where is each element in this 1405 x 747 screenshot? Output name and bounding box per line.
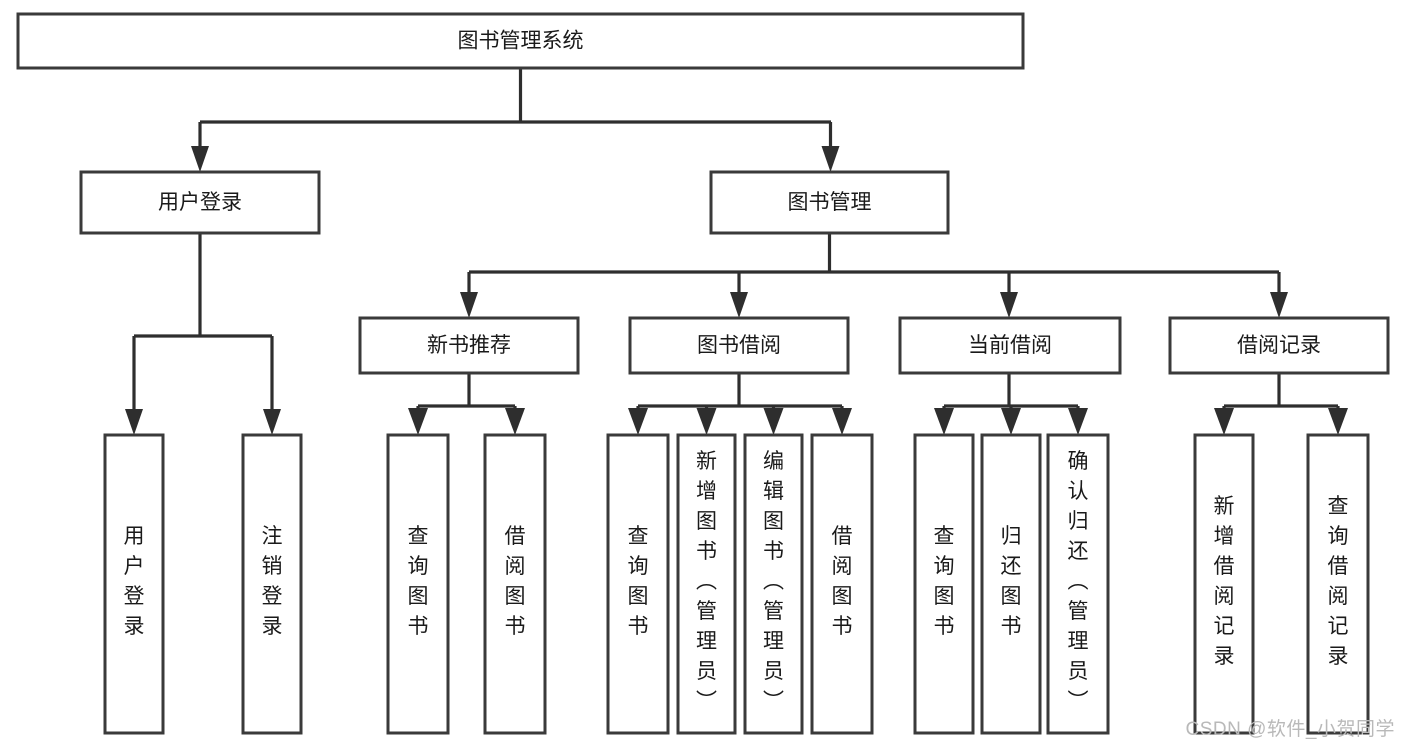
edge-borrow-record-to-leaves — [1214, 373, 1348, 435]
leaf-return-book-rect[interactable] — [980, 433, 1042, 735]
leaf-return-book-label: 归还图书 — [1001, 525, 1022, 638]
leaf-query-book-current-rect[interactable] — [913, 433, 975, 735]
node-user-login-label: 用户登录 — [158, 191, 242, 214]
node-borrow-record-label: 借阅记录 — [1237, 334, 1321, 357]
leaf-edit-book-admin-label: 编辑图书︵管理员︶ — [763, 450, 784, 713]
leaf-query-book-current[interactable]: 查询图书 — [913, 433, 975, 735]
leaf-return-book[interactable]: 归还图书 — [980, 433, 1042, 735]
leaf-add-borrow-record[interactable]: 新增借阅记录 — [1193, 433, 1255, 735]
leaf-query-borrow-record-label: 查询借阅记录 — [1328, 495, 1349, 668]
leaf-user-login-rect[interactable] — [103, 433, 165, 735]
leaf-logout-login-label: 注销登录 — [262, 525, 283, 638]
csdn-watermark: CSDN @软件_小贺同学 — [1185, 719, 1395, 740]
node-book-management[interactable]: 图书管理 — [709, 170, 950, 235]
leaf-user-login[interactable]: 用户登录 — [103, 433, 165, 735]
edge-current-borrow-to-leaves — [934, 373, 1088, 435]
leaf-add-book-admin-rect[interactable] — [676, 433, 737, 735]
leaf-edit-book-admin-rect[interactable] — [743, 433, 804, 735]
leaf-confirm-return-admin-label: 确认归还︵管理员︶ — [1068, 450, 1089, 713]
edge-root-to-level1 — [191, 68, 840, 172]
node-user-login[interactable]: 用户登录 — [79, 170, 321, 235]
node-borrow-record[interactable]: 借阅记录 — [1168, 316, 1390, 375]
leaf-query-book-recommend-rect[interactable] — [386, 433, 450, 735]
leaf-logout-login-rect[interactable] — [241, 433, 303, 735]
node-borrow-record-rect[interactable] — [1168, 316, 1390, 375]
leaf-borrow-book-recommend-label: 借阅图书 — [505, 525, 526, 638]
node-new-book-recommend[interactable]: 新书推荐 — [358, 316, 580, 375]
leaf-borrow-book-recommend[interactable]: 借阅图书 — [483, 433, 547, 735]
node-book-borrow-label: 图书借阅 — [697, 334, 781, 357]
leaf-query-book-borrow-rect[interactable] — [606, 433, 670, 735]
node-book-borrow-rect[interactable] — [628, 316, 850, 375]
node-current-borrow-label: 当前借阅 — [968, 334, 1052, 357]
leaf-logout-login[interactable]: 注销登录 — [241, 433, 303, 735]
leaf-borrow-book-borrow[interactable]: 借阅图书 — [810, 433, 874, 735]
leaf-confirm-return-admin[interactable]: 确认归还︵管理员︶ — [1046, 433, 1110, 735]
node-root-system-rect[interactable] — [16, 12, 1025, 70]
node-root-system[interactable]: 图书管理系统 — [16, 12, 1025, 70]
leaf-add-borrow-record-rect[interactable] — [1193, 433, 1255, 735]
leaf-query-borrow-record-rect[interactable] — [1306, 433, 1370, 735]
edge-book-management-to-level2 — [460, 233, 1288, 318]
leaf-query-book-borrow-label: 查询图书 — [628, 525, 649, 638]
edge-book-borrow-to-leaves — [628, 373, 852, 435]
connector-layer — [125, 68, 1348, 435]
leaf-edit-book-admin[interactable]: 编辑图书︵管理员︶ — [743, 433, 804, 735]
leaf-query-borrow-record[interactable]: 查询借阅记录 — [1306, 433, 1370, 735]
node-layer: 图书管理系统用户登录图书管理新书推荐图书借阅当前借阅借阅记录用户登录注销登录查询… — [16, 12, 1390, 735]
leaf-borrow-book-borrow-rect[interactable] — [810, 433, 874, 735]
node-book-management-rect[interactable] — [709, 170, 950, 235]
edge-new-book-recommend-to-leaves — [408, 373, 525, 435]
edge-user-login-to-leaves — [125, 233, 281, 435]
node-new-book-recommend-rect[interactable] — [358, 316, 580, 375]
leaf-confirm-return-admin-rect[interactable] — [1046, 433, 1110, 735]
leaf-query-book-borrow[interactable]: 查询图书 — [606, 433, 670, 735]
node-book-management-label: 图书管理 — [788, 191, 872, 214]
node-current-borrow-rect[interactable] — [898, 316, 1122, 375]
leaf-borrow-book-borrow-label: 借阅图书 — [832, 525, 853, 638]
leaf-add-book-admin-label: 新增图书︵管理员︶ — [696, 450, 717, 713]
leaf-borrow-book-recommend-rect[interactable] — [483, 433, 547, 735]
leaf-query-book-recommend[interactable]: 查询图书 — [386, 433, 450, 735]
leaf-user-login-label: 用户登录 — [124, 525, 145, 638]
leaf-query-book-recommend-label: 查询图书 — [408, 525, 429, 638]
leaf-add-borrow-record-label: 新增借阅记录 — [1214, 495, 1235, 668]
leaf-add-book-admin[interactable]: 新增图书︵管理员︶ — [676, 433, 737, 735]
node-current-borrow[interactable]: 当前借阅 — [898, 316, 1122, 375]
node-new-book-recommend-label: 新书推荐 — [427, 334, 511, 357]
node-root-system-label: 图书管理系统 — [458, 30, 584, 53]
node-user-login-rect[interactable] — [79, 170, 321, 235]
leaf-query-book-current-label: 查询图书 — [934, 525, 955, 638]
node-book-borrow[interactable]: 图书借阅 — [628, 316, 850, 375]
